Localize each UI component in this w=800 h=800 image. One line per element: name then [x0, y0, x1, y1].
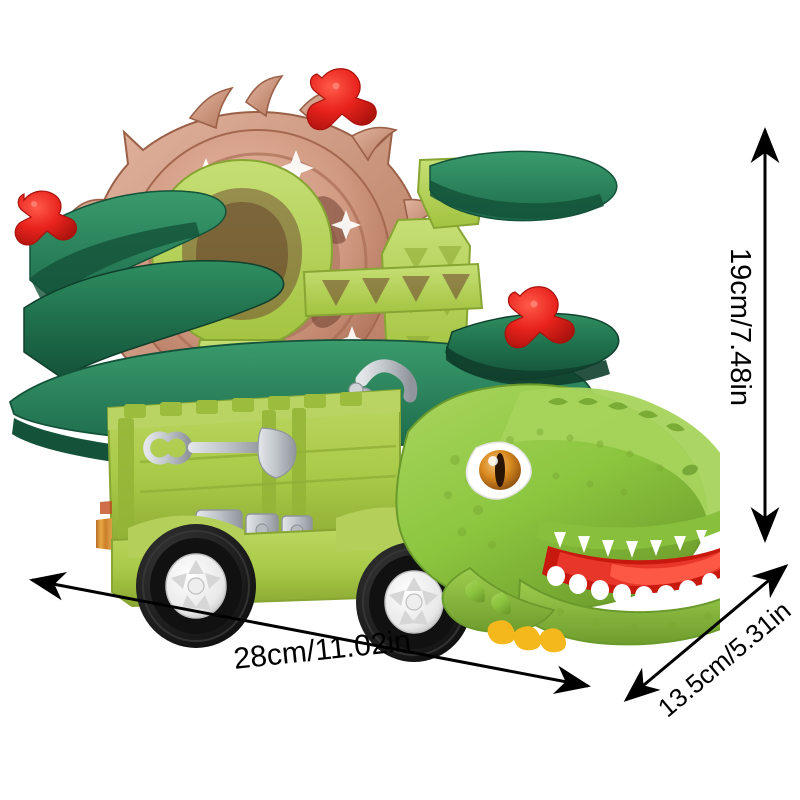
red-figure-left [14, 190, 78, 246]
red-figure-top [306, 68, 377, 131]
upper-teeth [554, 530, 707, 558]
product-illustration [0, 40, 720, 680]
shovel-tool [143, 427, 297, 479]
lattice-support-frame [302, 156, 488, 371]
dinosaur-eye [465, 441, 532, 500]
red-figure-right [504, 286, 575, 349]
wheel-rear [136, 524, 256, 648]
height-dimension-label: 19cm/7.48in [724, 248, 756, 406]
